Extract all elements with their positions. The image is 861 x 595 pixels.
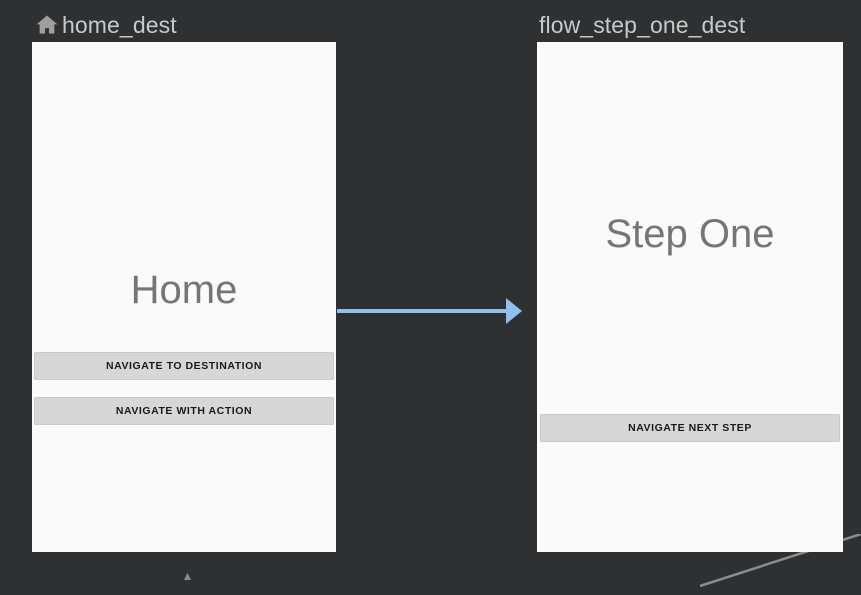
node-title-home-dest: home_dest xyxy=(62,12,177,38)
connection-home-to-flow-step-one[interactable] xyxy=(330,292,530,337)
destination-node-flow-step-one-dest[interactable]: flow_step_one_dest Step One NAVIGATE NEX… xyxy=(537,8,843,552)
navigate-next-step-button[interactable]: NAVIGATE NEXT STEP xyxy=(540,414,840,442)
connection-arrowhead-icon xyxy=(184,573,191,580)
navigate-to-destination-button[interactable]: NAVIGATE TO DESTINATION xyxy=(34,352,334,380)
home-icon xyxy=(36,15,58,34)
node-preview-flow-step-one-dest[interactable]: Step One NAVIGATE NEXT STEP xyxy=(537,42,843,552)
destination-node-home-dest[interactable]: home_dest Home NAVIGATE TO DESTINATION N… xyxy=(32,8,336,552)
preview-label-step-one: Step One xyxy=(605,212,775,256)
node-preview-home-dest[interactable]: Home NAVIGATE TO DESTINATION NAVIGATE WI… xyxy=(32,42,336,552)
connection-arrowhead-icon xyxy=(506,298,522,324)
preview-label-home: Home xyxy=(130,268,238,312)
node-title-flow-step-one-dest: flow_step_one_dest xyxy=(539,12,746,38)
connection-bottom-left-partial[interactable] xyxy=(168,566,208,595)
node-header-flow-step-one-dest[interactable]: flow_step_one_dest xyxy=(537,8,843,42)
node-header-home-dest[interactable]: home_dest xyxy=(32,8,336,42)
navigate-with-action-button[interactable]: NAVIGATE WITH ACTION xyxy=(34,397,334,425)
